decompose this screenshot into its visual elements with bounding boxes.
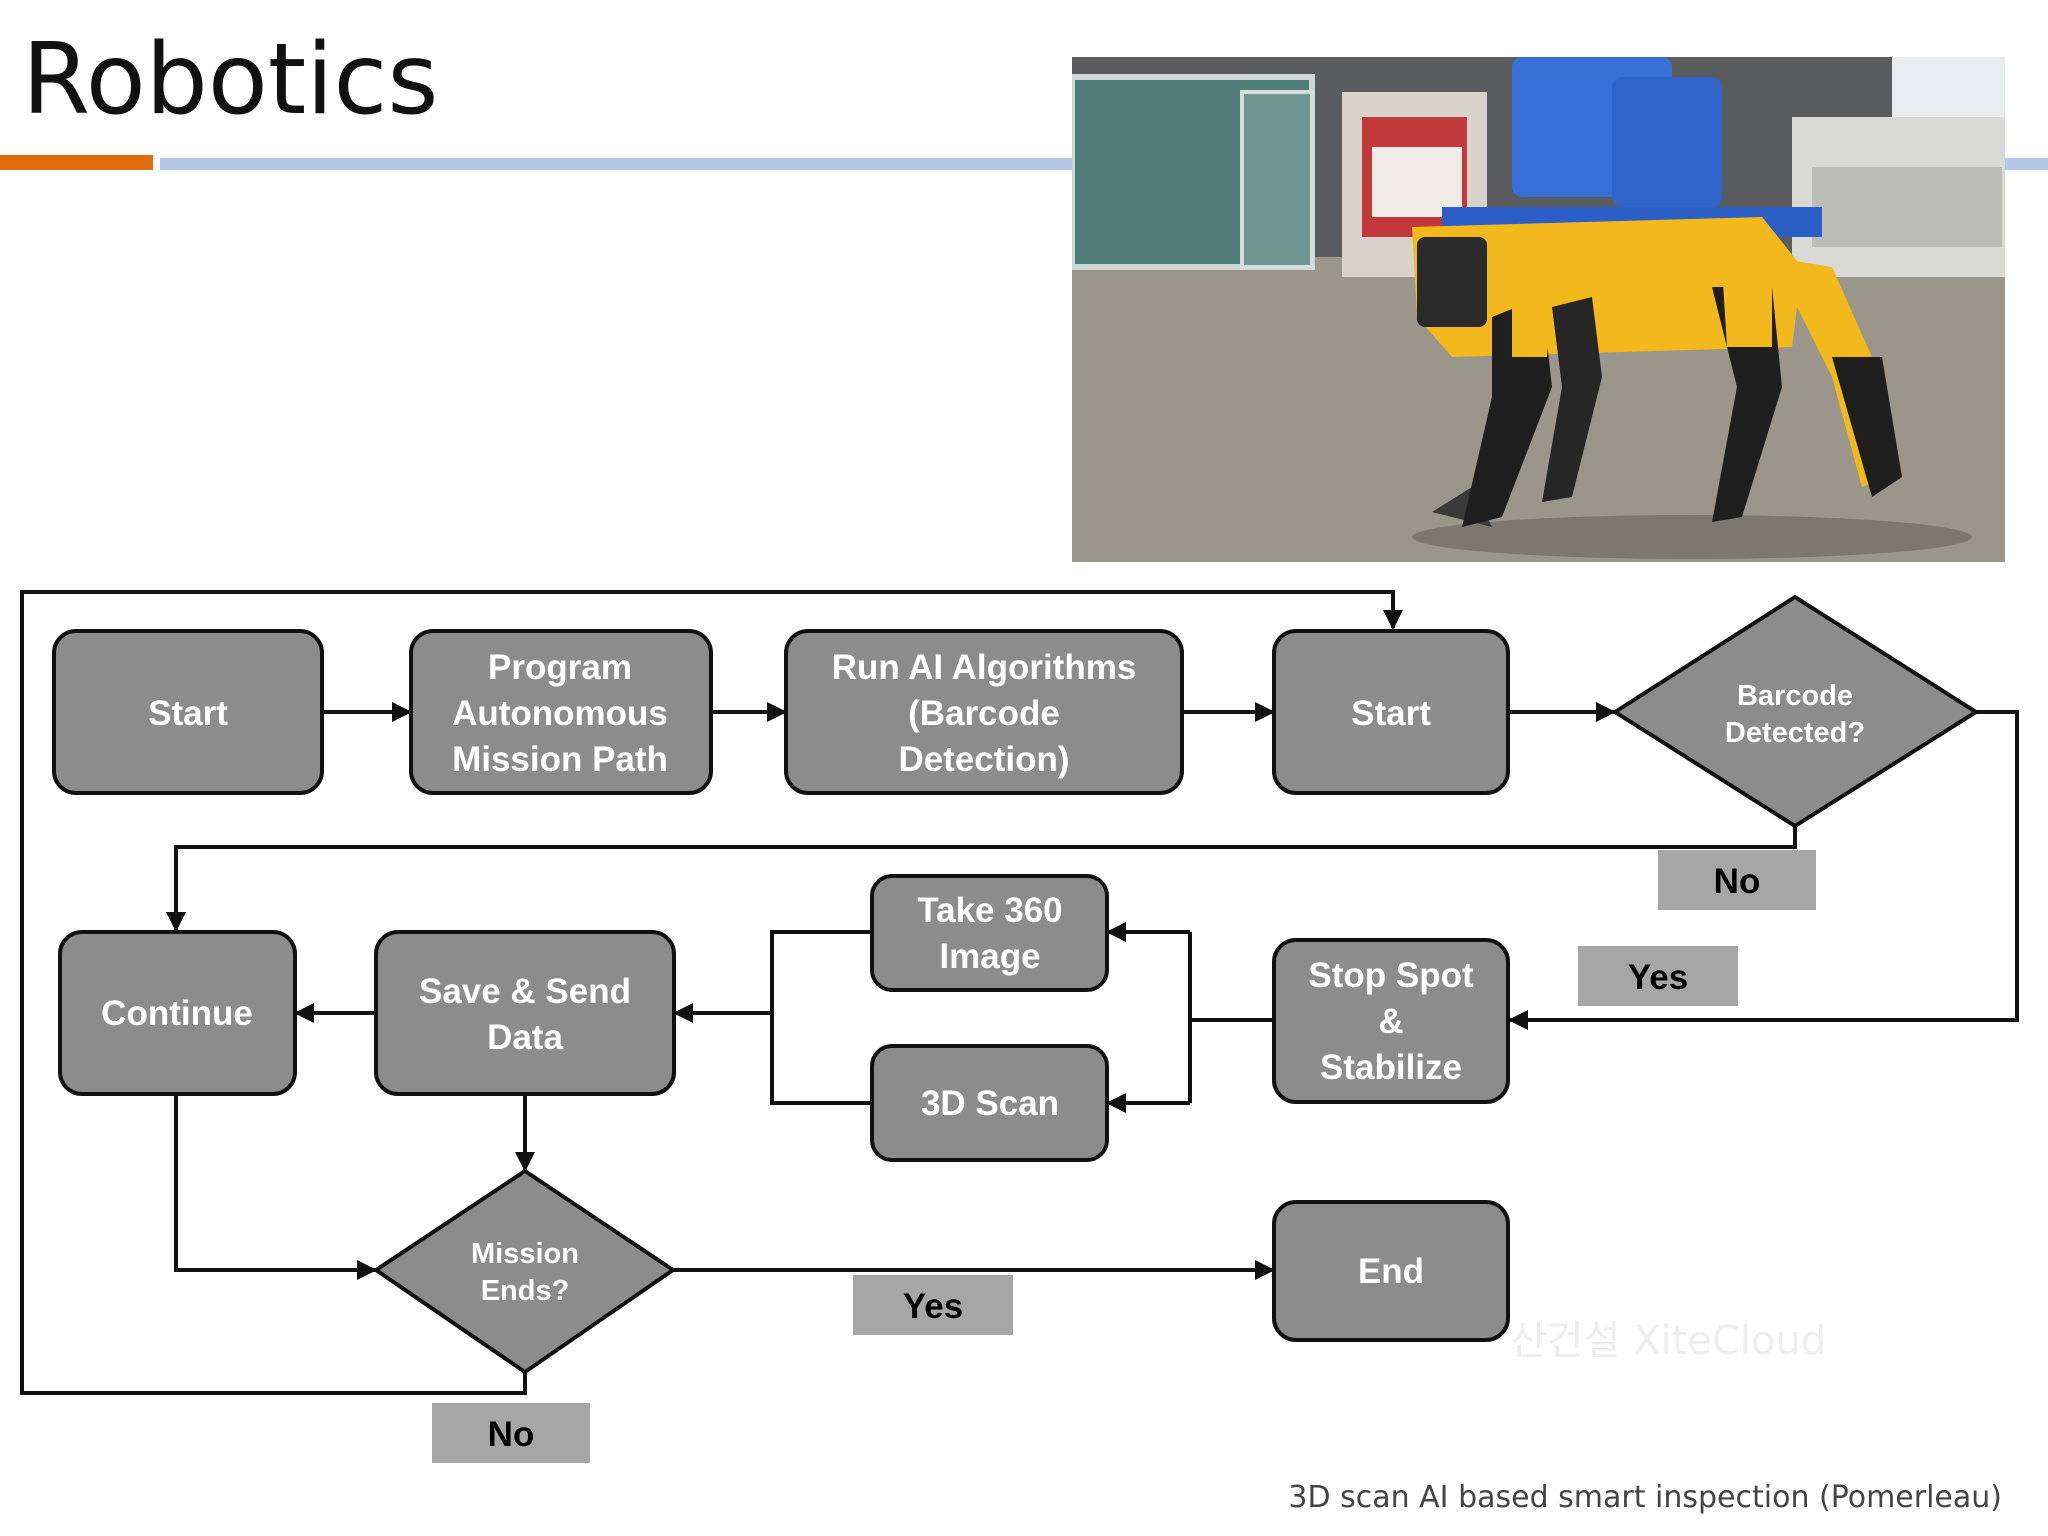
edge-barcode-yes-stop xyxy=(1508,710,2019,1030)
node-start-2: Start xyxy=(1272,629,1510,795)
decision-barcode-line-1: Barcode xyxy=(1737,680,1853,712)
label-barcode-no-text: No xyxy=(1714,862,1761,901)
node-save-line-2: Data xyxy=(487,1018,563,1057)
node-take360-line-2: Image xyxy=(939,937,1040,976)
decision-mission-line-1: Mission xyxy=(471,1238,579,1270)
svg-text:3D Scan: 3D Scan xyxy=(921,1084,1059,1123)
node-stop-line-1: Stop Spot xyxy=(1308,956,1474,995)
node-3dscan-line-1: 3D Scan xyxy=(921,1084,1059,1123)
svg-text:Stop Spot&Stabilize: Stop Spot & Stabilize xyxy=(1308,956,1474,1087)
svg-text:Start: Start xyxy=(1351,694,1431,733)
edge-take360-merge xyxy=(770,930,871,1105)
decision-mission-line-2: Ends? xyxy=(481,1275,570,1307)
robot-photo xyxy=(1072,57,2005,562)
image-caption: 3D scan AI based smart inspection (Pomer… xyxy=(1288,1480,2002,1515)
node-3d-scan: 3D Scan xyxy=(870,1044,1109,1162)
node-runai-line-1: Run AI Algorithms xyxy=(832,648,1137,687)
node-program-line-3: Mission Path xyxy=(452,740,668,779)
label-mission-no: No xyxy=(432,1403,590,1463)
label-barcode-yes-text: Yes xyxy=(1628,958,1688,997)
label-mission-yes: Yes xyxy=(853,1275,1013,1335)
node-continue-line-1: Continue xyxy=(101,994,253,1033)
decision-barcode-line-2: Detected? xyxy=(1725,717,1865,749)
label-barcode-no: No xyxy=(1658,850,1816,910)
node-stop-line-3: Stabilize xyxy=(1320,1048,1462,1087)
node-end: End xyxy=(1272,1200,1510,1342)
edge-barcode-no-continue xyxy=(166,826,1797,932)
watermark: 산건설 XiteCloud xyxy=(1510,1318,1827,1364)
node-program-line-1: Program xyxy=(488,648,632,687)
slide-title: Robotics xyxy=(22,23,439,137)
node-stop-line-2: & xyxy=(1378,1002,1403,1041)
svg-text:End: End xyxy=(1358,1252,1424,1291)
node-stop-spot-stabilize: Stop Spot & Stabilize xyxy=(1272,938,1510,1104)
node-end-line-1: End xyxy=(1358,1252,1424,1291)
svg-text:Start: Start xyxy=(148,694,228,733)
node-program-line-2: Autonomous xyxy=(452,694,668,733)
node-continue: Continue xyxy=(58,930,297,1096)
node-take360-line-1: Take 360 xyxy=(917,891,1062,930)
edge-continue-mission xyxy=(174,1095,377,1280)
node-start2-line-1: Start xyxy=(1351,694,1431,733)
label-barcode-yes: Yes xyxy=(1578,946,1738,1006)
edge-mission-no-loop xyxy=(20,590,1403,1395)
label-mission-yes-text: Yes xyxy=(903,1287,963,1326)
node-runai-line-2: (Barcode xyxy=(908,694,1060,733)
node-save-line-1: Save & Send xyxy=(419,972,631,1011)
node-start-line-1: Start xyxy=(148,694,228,733)
svg-text:Continue: Continue xyxy=(101,994,253,1033)
node-runai-line-3: Detection) xyxy=(898,740,1069,779)
label-mission-no-text: No xyxy=(488,1415,535,1454)
node-start: Start xyxy=(52,629,324,795)
title-accent-bar xyxy=(0,155,153,170)
